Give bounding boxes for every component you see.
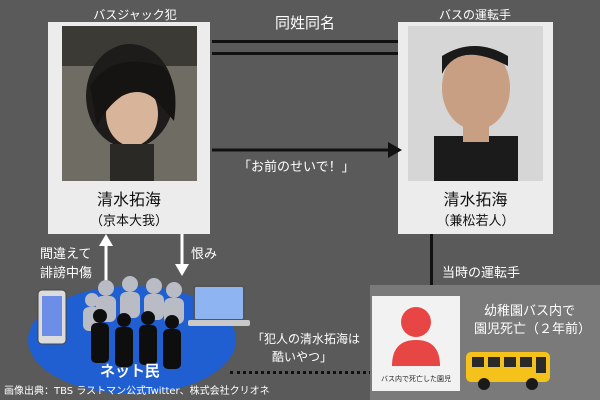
same-name-line-top [212, 40, 398, 43]
netizen-quote-2: 酷いやつ」 [272, 350, 333, 364]
same-name-label: 同姓同名 [274, 14, 335, 32]
netizen-quote-1: 「犯人の清水拓海は [252, 332, 361, 346]
grudge-arrow-down [175, 234, 189, 276]
driver-photo [408, 26, 543, 181]
hijacker-card: 清水拓海 （京本大我） [48, 22, 210, 234]
kindergarten-line-2: 園児死亡（２年前） [474, 322, 592, 337]
driver-name: 清水拓海 [443, 190, 508, 209]
source-credit: 画像出典：TBS ラストマン公式Twitter、株式会社クリオネ [4, 386, 270, 397]
driver-at-time-label: 当時の運転手 [442, 266, 521, 281]
right-card-title: バスの運転手 [438, 8, 511, 22]
hijacker-name: 清水拓海 [96, 190, 161, 209]
blame-quote: 「お前のせいで！」 [238, 160, 355, 175]
kindergarten-line-1: 幼稚園バス内で [484, 304, 576, 319]
hijacker-actor: （京本大我） [89, 214, 168, 229]
victim-icon [392, 307, 440, 366]
hijacker-photo [62, 26, 197, 181]
victim-caption: バス内で死亡した園児 [381, 375, 451, 383]
grudge-label: 恨み [191, 247, 218, 262]
slander-label-2: 誹謗中傷 [40, 266, 93, 281]
driver-card: 清水拓海 （兼松若人） [398, 22, 553, 234]
netizen-label: ネット民 [100, 362, 161, 380]
netizen-group [28, 276, 258, 394]
school-bus-icon [466, 352, 550, 390]
driver-actor: （兼松若人） [436, 214, 515, 229]
same-name-line-bottom [212, 52, 398, 55]
driver-connector [430, 234, 433, 286]
dotted-connector [230, 371, 372, 374]
victim-card: バス内で死亡した園児 [372, 296, 460, 391]
slander-label-1: 間違えて [40, 247, 92, 262]
blame-arrow [212, 142, 402, 158]
slander-arrow-up [99, 234, 113, 282]
left-card-title: バスジャック犯 [93, 8, 177, 22]
